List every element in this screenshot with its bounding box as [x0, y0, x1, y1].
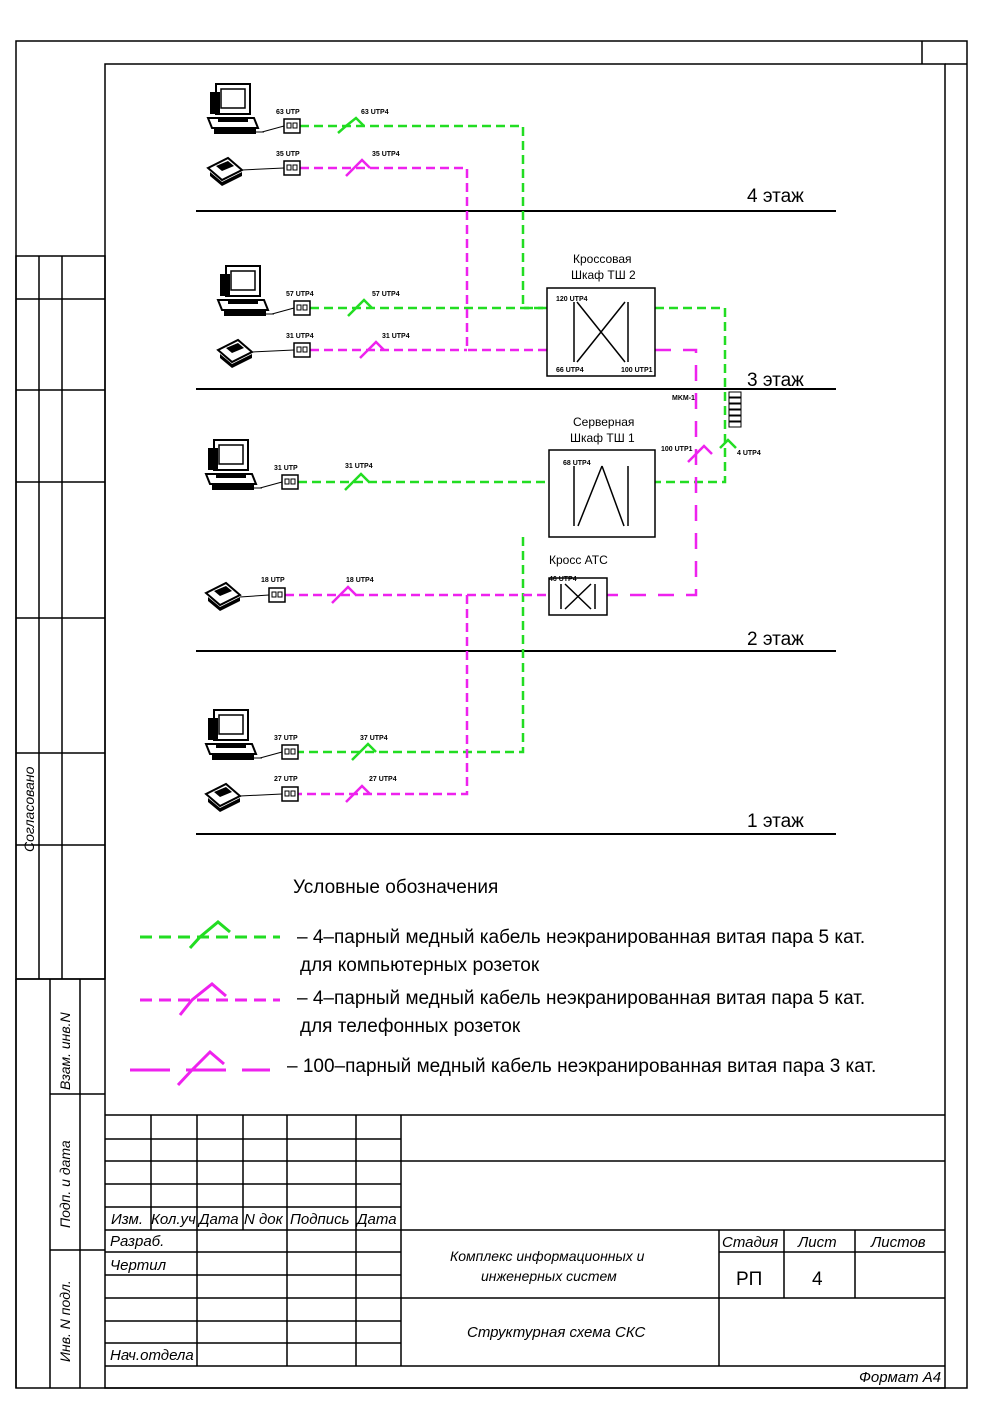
legend-item1-line2: для компьютерных розеток	[300, 955, 540, 976]
floor-1-label: 1 этаж	[747, 811, 804, 832]
side-replaced-inv-label: Взам. инв.N	[57, 1011, 73, 1090]
tb-chertil: Чертил	[110, 1257, 167, 1274]
legend-title: Условные обозначения	[293, 877, 498, 898]
label-ts2-br: 100 UTP1	[621, 367, 653, 374]
outlet-icon-f2-ph	[268, 587, 286, 603]
side-agreed-label: Согласовано	[21, 766, 37, 852]
label-f4-ph-outlet: 35 UTP	[276, 151, 300, 158]
label-f3-ph-outlet: 31 UTP4	[286, 333, 314, 340]
cabinet-ts1	[548, 449, 656, 538]
floor-4-label: 4 этаж	[747, 186, 804, 207]
tb-stage-header: Стадия	[722, 1234, 778, 1251]
green-break-marks	[337, 116, 737, 761]
legend-item2-line2: для телефонных розеток	[300, 1016, 521, 1037]
tb-col-data1: Дата	[197, 1211, 239, 1228]
floor-2-label: 2 этаж	[747, 629, 804, 650]
label-riser-100: 100 UTP1	[661, 446, 693, 453]
outlet-icon-f1-ph	[281, 786, 299, 802]
tb-project-line2: инженерных систем	[481, 1268, 617, 1284]
tb-col-data2: Дата	[355, 1211, 397, 1228]
floor-3-label: 3 этаж	[747, 370, 804, 391]
label-f2-ph-cable: 18 UTP4	[346, 577, 374, 584]
cabinet-ts1-title-1: Серверная	[573, 415, 634, 429]
label-f2-ph-outlet: 18 UTP	[261, 577, 285, 584]
cabinet-ts2-title-2: Шкаф ТШ 2	[571, 268, 636, 282]
pc-icon-f4	[207, 83, 265, 135]
cabinet-ts1-title-2: Шкаф ТШ 1	[570, 431, 635, 445]
label-ts1-top: 68 UTP4	[563, 460, 591, 467]
outlet-icon-f3-ph	[293, 342, 311, 358]
cabinet-ts2	[546, 287, 656, 377]
tb-col-ndok: N док	[244, 1211, 284, 1228]
legend-swatch-green	[140, 920, 280, 950]
legend-item3-line1: – 100–парный медный кабель неэкранирован…	[287, 1056, 876, 1077]
legend-swatch-magenta-100	[130, 1049, 270, 1087]
green-cables	[298, 124, 727, 754]
ats-cross	[548, 577, 608, 616]
tb-project-line1: Комплекс информационных и	[450, 1248, 645, 1264]
tb-razrab: Разраб.	[110, 1233, 164, 1250]
tb-stage-value: РП	[736, 1269, 762, 1290]
tb-sheets-header: Листов	[870, 1234, 926, 1251]
label-ats-in: 46 UTP4	[549, 576, 577, 583]
label-f4-ph-cable: 35 UTP4	[372, 151, 400, 158]
outer-frame	[15, 40, 968, 1389]
mkm-block	[728, 391, 742, 428]
pc-icon-f2	[205, 439, 263, 491]
phone-icon-f2	[205, 582, 241, 612]
tb-sheet-value: 4	[812, 1269, 823, 1290]
outlet-icon-f3-pc	[293, 300, 311, 316]
phone-icon-f4	[207, 157, 243, 187]
tb-format: Формат А4	[859, 1369, 941, 1386]
tb-sheet-title: Структурная схема СКС	[467, 1324, 646, 1341]
pc-icon-f3	[217, 265, 275, 317]
label-f4-pc-outlet: 63 UTP	[276, 109, 300, 116]
label-f1-pc-cable: 37 UTP4	[360, 735, 388, 742]
tb-nach: Нач.отдела	[110, 1347, 194, 1364]
outlet-icon-f4-pc	[283, 118, 301, 134]
cabinet-ts2-title-1: Кроссовая	[573, 252, 632, 266]
label-f1-pc-outlet: 37 UTP	[274, 735, 298, 742]
label-f1-ph-outlet: 27 UTP	[274, 776, 298, 783]
phone-icon-f1	[205, 783, 241, 813]
side-sign-date-label: Подп. и дата	[57, 1140, 73, 1228]
magenta-break-marks	[331, 158, 713, 803]
label-ts2-bl: 66 UTP4	[556, 367, 584, 374]
label-f3-pc-outlet: 57 UTP4	[286, 291, 314, 298]
device-wires	[239, 125, 295, 797]
tb-col-kol: Кол.уч	[151, 1211, 196, 1228]
tb-col-izm: Изм.	[111, 1211, 143, 1228]
legend-item1-line1: – 4–парный медный кабель неэкранированна…	[297, 927, 865, 948]
legend-item2-line1: – 4–парный медный кабель неэкранированна…	[297, 988, 865, 1009]
label-mkm: MKM-1	[672, 395, 695, 402]
label-f1-ph-cable: 27 UTP4	[369, 776, 397, 783]
label-riser-4: 4 UTP4	[737, 450, 761, 457]
floor-lines	[196, 210, 836, 835]
tb-sheet-header: Лист	[797, 1234, 837, 1251]
outlet-icon-f2-pc	[281, 474, 299, 490]
outlet-icon-f4-ph	[283, 160, 301, 176]
label-f2-pc-outlet: 31 UTP	[274, 465, 298, 472]
side-inv-orig-label: Инв. N подл.	[57, 1280, 73, 1362]
label-f2-pc-cable: 31 UTP4	[345, 463, 373, 470]
phone-icon-f3	[217, 339, 253, 369]
legend-swatch-magenta	[140, 982, 280, 1016]
tb-col-podpis: Подпись	[290, 1211, 350, 1228]
side-stamp-grid	[15, 255, 106, 1388]
label-f3-pc-cable: 57 UTP4	[372, 291, 400, 298]
label-f4-pc-cable: 63 UTP4	[361, 109, 389, 116]
title-block-grid	[105, 1114, 945, 1367]
pc-icon-f1	[205, 709, 263, 761]
outlet-icon-f1-pc	[281, 744, 299, 760]
cable-labels: 63 UTP 63 UTP4 35 UTP 35 UTP4 57 UTP4 57…	[261, 109, 761, 783]
ats-title: Кросс АТС	[549, 553, 608, 567]
label-f3-ph-cable: 31 UTP4	[382, 333, 410, 340]
label-ts2-top: 120 UTP4	[556, 296, 588, 303]
